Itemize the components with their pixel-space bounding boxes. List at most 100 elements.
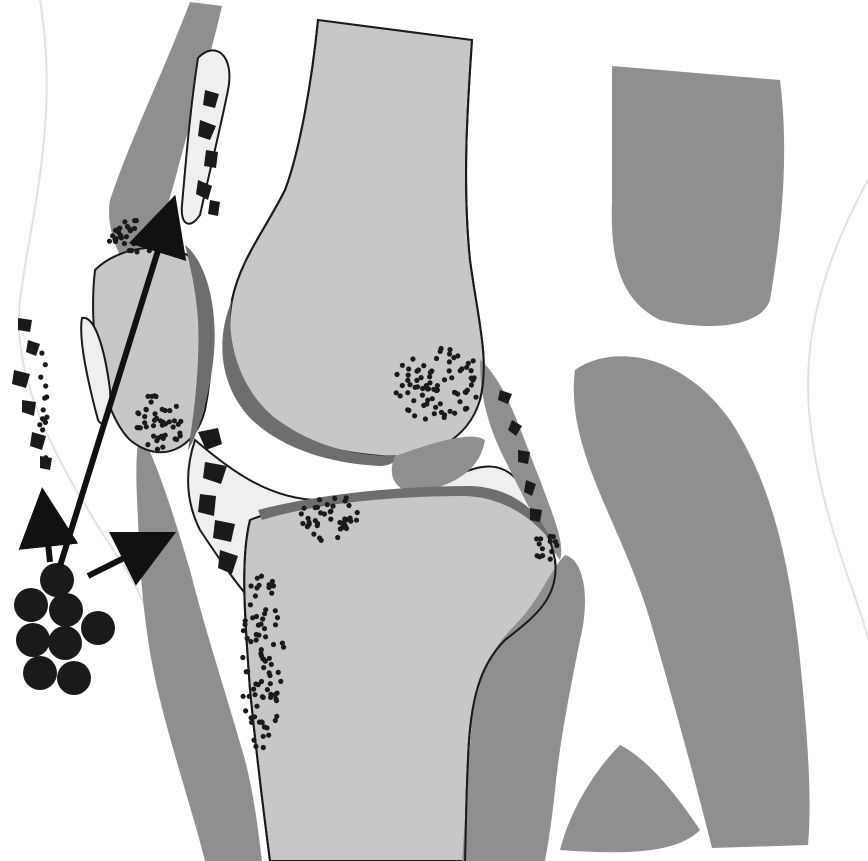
cell-dot: [278, 679, 283, 684]
cell-dot: [176, 422, 181, 427]
cell-dot: [260, 720, 265, 725]
cluster-cell: [14, 588, 48, 622]
cell-dot: [151, 236, 156, 241]
cell-dot: [151, 434, 156, 439]
cell-dot: [132, 226, 137, 231]
cell-dot: [135, 425, 140, 430]
cell-dot: [406, 408, 411, 413]
cluster-cell: [48, 626, 82, 660]
cell-dot: [448, 409, 453, 414]
cell-dot: [317, 497, 322, 502]
cell-dot: [311, 532, 316, 537]
posterior-muscle-upper: [612, 66, 784, 326]
cell-dot: [274, 698, 279, 703]
cell-dot: [43, 420, 48, 425]
cell-dot: [458, 368, 463, 373]
cell-dot: [449, 375, 454, 380]
cell-dot: [151, 219, 156, 224]
cell-dot: [254, 614, 259, 619]
femur: [229, 20, 484, 457]
cell-dot: [260, 616, 265, 621]
cell-dot: [398, 393, 403, 398]
cell-dot: [271, 583, 276, 588]
cell-dot: [315, 523, 320, 528]
cell-dot: [343, 498, 348, 503]
posterior-tissue-triangle: [560, 745, 700, 852]
cell-dot: [354, 518, 359, 523]
cell-dot: [406, 373, 411, 378]
cell-dot: [256, 633, 261, 638]
cell-dot: [259, 679, 264, 684]
cell-dot: [262, 611, 267, 616]
cell-dot: [430, 396, 435, 401]
cell-dot: [457, 399, 462, 404]
cell-dot: [267, 670, 272, 675]
cell-dot: [263, 634, 268, 639]
cell-dot: [328, 509, 333, 514]
cell-dot: [259, 653, 264, 658]
cell-dot: [273, 718, 278, 723]
cell-dot: [540, 546, 545, 551]
cell-dot: [259, 622, 264, 627]
arrow-to-prepatellar: [44, 505, 50, 562]
cell-dot: [240, 655, 245, 660]
cell-dot: [174, 404, 179, 409]
cell-dot: [142, 414, 147, 419]
cell-dot: [411, 398, 416, 403]
cell-dot: [439, 346, 444, 351]
cell-dot: [400, 363, 405, 368]
cell-dot: [254, 704, 259, 709]
cell-dot: [410, 356, 415, 361]
cell-dot: [420, 393, 425, 398]
cell-dot: [114, 236, 119, 241]
cell-dot: [122, 241, 127, 246]
cell-dot: [433, 405, 438, 410]
cell-dot: [261, 745, 266, 750]
cell-dot: [171, 424, 176, 429]
cell-dot: [124, 234, 129, 239]
cell-dot: [149, 399, 154, 404]
cell-dot: [117, 226, 122, 231]
cell-dot: [405, 378, 410, 383]
cell-dot: [174, 437, 179, 442]
cell-dot: [160, 445, 165, 450]
cell-dot: [107, 239, 112, 244]
cell-dot: [548, 534, 553, 539]
cell-dot: [300, 521, 305, 526]
cell-dot: [144, 424, 149, 429]
cell-dot: [241, 694, 246, 699]
cluster-cell: [23, 656, 57, 690]
cell-dot: [355, 510, 360, 515]
cell-dot: [452, 411, 457, 416]
cell-dot: [147, 245, 152, 250]
cell-dot: [275, 615, 280, 620]
cell-dot: [313, 505, 318, 510]
cell-dot: [261, 734, 266, 739]
cell-dot: [269, 662, 274, 667]
cell-dot: [400, 383, 405, 388]
cell-dot: [134, 249, 139, 254]
cell-dot: [131, 241, 136, 246]
cell-dot: [447, 347, 452, 352]
cell-dot: [248, 602, 253, 607]
cell-dot: [472, 375, 477, 380]
cell-dot: [269, 591, 274, 596]
cell-dot: [149, 230, 154, 235]
cell-dot: [259, 647, 264, 652]
cell-dot: [257, 583, 262, 588]
cell-dot: [145, 394, 150, 399]
cell-dot: [163, 433, 168, 438]
cell-dot: [125, 224, 130, 229]
cell-dot: [548, 539, 553, 544]
cell-dot: [142, 239, 147, 244]
cell-dot: [537, 541, 542, 546]
cell-dot: [266, 733, 271, 738]
cell-dot: [473, 395, 478, 400]
cluster-cell: [81, 611, 115, 645]
cell-dot: [434, 356, 439, 361]
cell-dot: [132, 218, 137, 223]
cell-dot: [335, 535, 340, 540]
cell-dot: [469, 368, 474, 373]
cell-dot: [276, 670, 281, 675]
cell-dot: [153, 394, 158, 399]
